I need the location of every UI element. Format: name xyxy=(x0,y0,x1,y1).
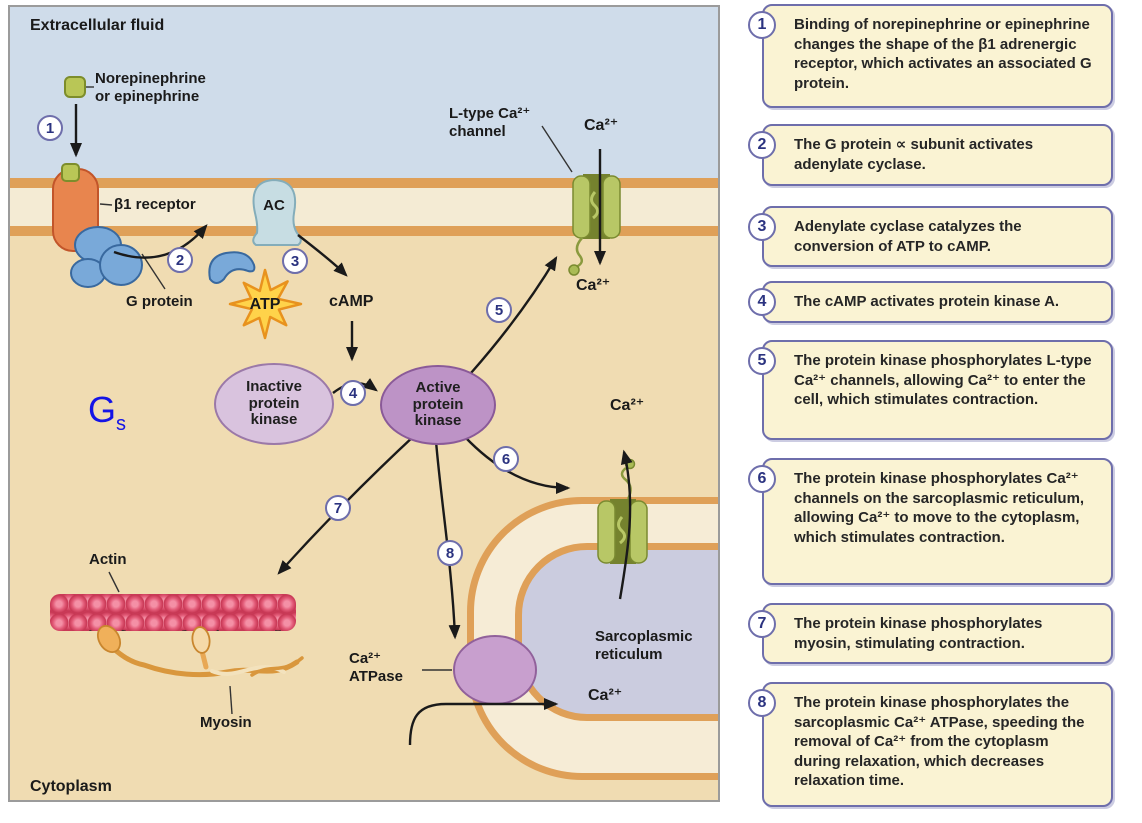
inactive-protein-kinase-label: Inactive protein kinase xyxy=(246,378,302,429)
step-number-badge-2: 2 xyxy=(748,131,776,159)
gs-protein-label: Gs xyxy=(88,389,127,436)
diagram-step-badge-1: 1 xyxy=(37,115,63,141)
step-number-badge-8: 8 xyxy=(748,689,776,717)
step-number-badge-5: 5 xyxy=(748,347,776,375)
norepinephrine-label: Norepinephrine or epinephrine xyxy=(95,70,206,105)
diagram-step-badge-4: 4 xyxy=(340,380,366,406)
diagram-step-badge-5: 5 xyxy=(486,297,512,323)
ca-atpase-label: Ca²⁺ ATPase xyxy=(349,650,403,685)
cytoplasm-label: Cytoplasm xyxy=(30,778,112,795)
active-protein-kinase-label: Active protein kinase xyxy=(412,379,464,430)
step-number-badge-7: 7 xyxy=(748,610,776,638)
calcium-atpase-pump-shape xyxy=(453,635,537,705)
step-2-text: The G protein ∝ subunit activates adenyl… xyxy=(794,136,1034,173)
diagram-step-badge-2: 2 xyxy=(167,247,193,273)
extracellular-fluid-label: Extracellular fluid xyxy=(30,17,165,34)
norepinephrine-ligand-icon xyxy=(61,76,86,182)
step-number-badge-6: 6 xyxy=(748,465,776,493)
step-7-text: The protein kinase phosphorylates myosin… xyxy=(794,615,1043,652)
adenylate-cyclase-label: AC xyxy=(263,197,285,214)
sr-calcium-channel-icon xyxy=(597,458,648,564)
atp-star-icon xyxy=(228,268,303,340)
inactive-protein-kinase: Inactive protein kinase xyxy=(214,363,334,445)
step-box-5: The protein kinase phosphorylates L-type… xyxy=(762,340,1113,440)
step-box-8: The protein kinase phosphorylates the sa… xyxy=(762,682,1113,807)
plasma-membrane-inner-leaflet xyxy=(10,226,718,236)
step-6-text: The protein kinase phosphorylates Ca²⁺ c… xyxy=(794,470,1085,546)
pathway-arrows xyxy=(70,104,633,746)
diagram-step-badge-6: 6 xyxy=(493,446,519,472)
g-protein-label: G protein xyxy=(126,293,193,310)
step-5-text: The protein kinase phosphorylates L-type… xyxy=(794,352,1092,408)
diagram-step-badge-3: 3 xyxy=(282,248,308,274)
step-3-text: Adenylate cyclase catalyzes the conversi… xyxy=(794,218,1022,255)
beta1-receptor-label: β1 receptor xyxy=(114,196,196,213)
plasma-membrane-outer-leaflet xyxy=(10,178,718,188)
step-box-3: Adenylate cyclase catalyzes the conversi… xyxy=(762,206,1113,267)
diagram-shapes-and-arrows xyxy=(52,76,648,746)
diagram-step-badge-7: 7 xyxy=(325,495,351,521)
ca-ion-label-cytoplasm-entry: Ca²⁺ xyxy=(576,277,611,294)
pointer-lines xyxy=(86,86,573,715)
myosin-shape xyxy=(96,624,304,678)
pathway-diagram: Inactive protein kinase Active protein k… xyxy=(8,5,720,802)
myosin-label: Myosin xyxy=(200,714,252,731)
step-box-2: The G protein ∝ subunit activates adenyl… xyxy=(762,124,1113,186)
ltype-channel-label: L-type Ca²⁺ channel xyxy=(449,105,531,140)
step-number-badge-4: 4 xyxy=(748,288,776,316)
step-8-text: The protein kinase phosphorylates the sa… xyxy=(794,694,1085,789)
atp-label: ATP xyxy=(249,296,281,313)
ca-ion-label-extracellular: Ca²⁺ xyxy=(584,117,619,134)
step-box-4: The cAMP activates protein kinase A. xyxy=(762,281,1113,323)
adenylate-cyclase-shape xyxy=(252,178,302,246)
actin-label: Actin xyxy=(89,551,127,568)
step-box-6: The protein kinase phosphorylates Ca²⁺ c… xyxy=(762,458,1113,585)
step-4-text: The cAMP activates protein kinase A. xyxy=(794,293,1060,310)
sarcoplasmic-reticulum-label: Sarcoplasmic reticulum xyxy=(595,628,693,663)
step-1-text: Binding of norepinephrine or epinephrine… xyxy=(794,16,1092,92)
step-number-badge-1: 1 xyxy=(748,11,776,39)
g-protein-shape xyxy=(70,226,143,288)
ltype-calcium-channel-icon xyxy=(568,174,621,276)
step-box-1: Binding of norepinephrine or epinephrine… xyxy=(762,4,1113,108)
ca-ion-label-sr-release: Ca²⁺ xyxy=(610,397,645,414)
step-box-7: The protein kinase phosphorylates myosin… xyxy=(762,603,1113,664)
g-alpha-subunit-shape xyxy=(208,251,256,284)
step-number-badge-3: 3 xyxy=(748,213,776,241)
actin-filament xyxy=(50,594,296,631)
camp-label: cAMP xyxy=(329,293,374,310)
active-protein-kinase: Active protein kinase xyxy=(380,365,496,445)
ca-ion-label-sr-uptake: Ca²⁺ xyxy=(588,687,623,704)
diagram-step-badge-8: 8 xyxy=(437,540,463,566)
